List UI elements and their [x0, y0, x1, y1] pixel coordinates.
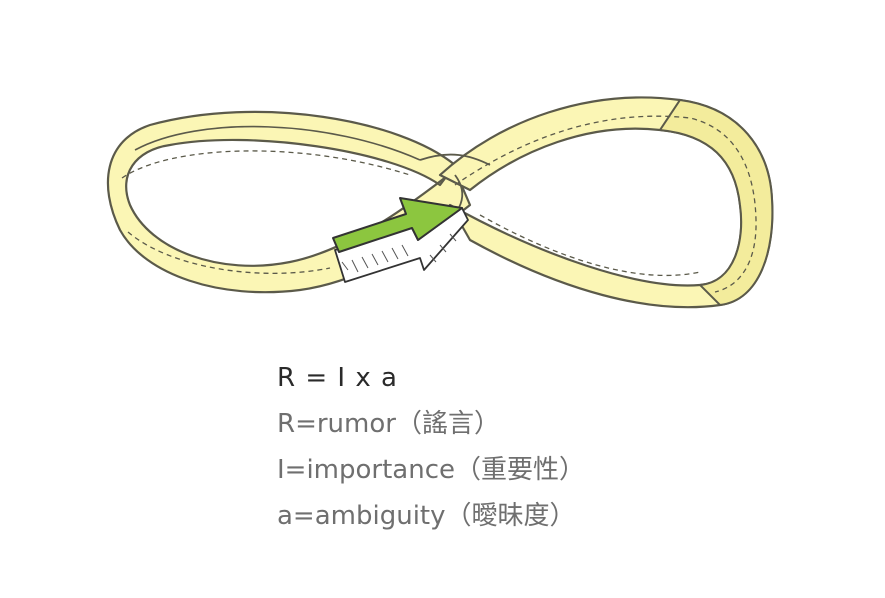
band-left-dashed-line — [121, 150, 411, 274]
band-right-back — [658, 98, 774, 307]
formula-main: R = I x a — [277, 363, 398, 393]
band-left-inner-edge — [134, 125, 421, 161]
definition-rumor: R=rumor（謠言） — [277, 409, 500, 439]
definition-ambiguity: a=ambiguity（曖昧度） — [277, 501, 576, 531]
definition-importance: I=importance（重要性） — [277, 455, 586, 485]
band-right-dashed-line — [454, 115, 757, 293]
formula-block: R = I x a R=rumor（謠言） I=importance（重要性） … — [277, 355, 585, 539]
arrow-hatching — [341, 233, 457, 273]
direction-arrow-icon — [332, 197, 469, 283]
mobius-strip-illustration — [106, 96, 774, 309]
arrow-top-face — [332, 197, 463, 253]
